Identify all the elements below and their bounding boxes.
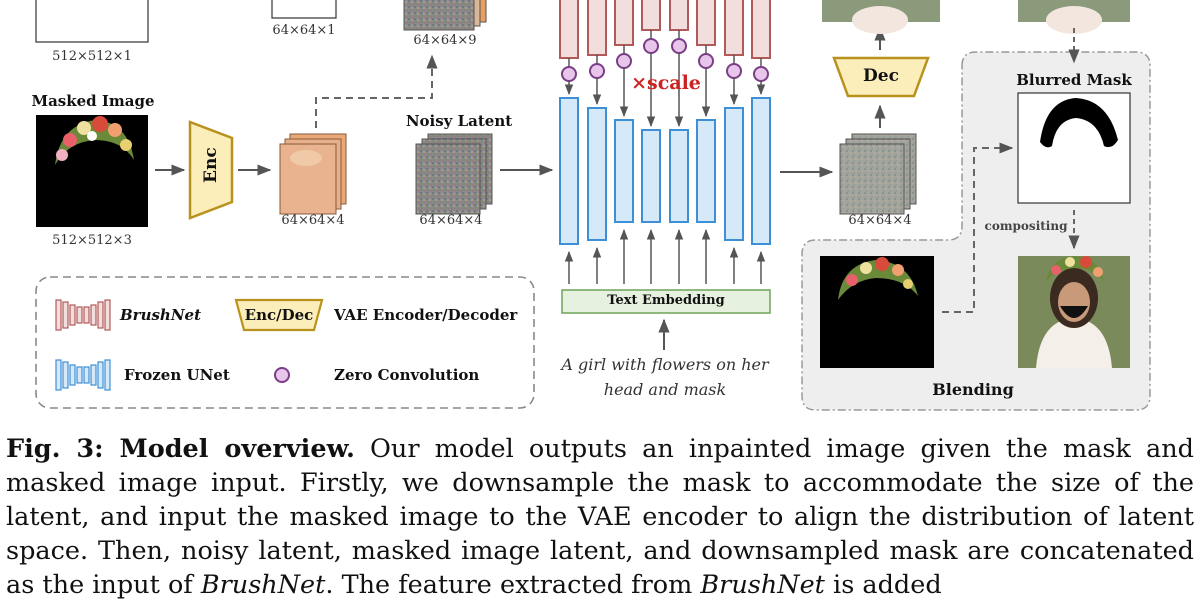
zero-conv-icon — [671, 38, 687, 54]
legend-unet-bar — [83, 366, 90, 384]
zero-conv-icon — [753, 66, 769, 82]
brushnet-block — [587, 0, 607, 56]
caption-body-2: . The feature extracted from — [325, 570, 701, 600]
legend-brushnet-label: BrushNet — [120, 306, 202, 324]
blurred-mask-image — [1017, 92, 1131, 204]
legend-brushnet-bar — [55, 299, 62, 331]
caption-brushnet-1: BrushNet — [200, 570, 326, 600]
brushnet-blocks — [559, 0, 771, 59]
zero-conv-icon — [698, 53, 714, 69]
text-embedding-box — [561, 289, 771, 314]
brushnet-block — [559, 0, 579, 59]
legend-unet-bar — [76, 366, 83, 384]
legend-unet-bar — [55, 359, 62, 391]
unet-block — [724, 107, 744, 241]
legend-unet-bar — [62, 361, 69, 389]
noisy-latent-stack — [415, 133, 493, 215]
legend-unet-bar — [69, 364, 76, 386]
legend-unet-bar — [90, 364, 97, 386]
legend-vae-label: VAE Encoder/Decoder — [334, 306, 518, 324]
prompt-line-1: A girl with flowers on her — [561, 355, 769, 374]
brushnet-block — [614, 0, 634, 46]
legend-brushnet-icon — [55, 299, 111, 331]
zero-conv-icon — [643, 38, 659, 54]
prompt-line-2: head and mask — [603, 380, 727, 399]
text-embedding-arrows — [564, 228, 766, 284]
legend-brushnet-bar — [90, 304, 97, 326]
noisy-latent-title: Noisy Latent — [405, 112, 513, 130]
output-latent-size-label: 64×64×4 — [848, 213, 912, 228]
legend-brushnet-bar — [83, 306, 90, 324]
brushnet-block — [669, 0, 689, 31]
frozen-unet-blocks — [559, 97, 771, 245]
zero-conv-icon — [589, 63, 605, 79]
masked-latent-stack — [279, 133, 347, 215]
dec-block — [832, 56, 930, 98]
unet-block — [587, 107, 607, 241]
legend-enc-dec-label: Enc/Dec — [244, 306, 314, 324]
legend-brushnet-bar — [62, 301, 69, 329]
blurred-mask-shape — [1040, 98, 1118, 148]
zero-conv-icon — [561, 66, 577, 82]
zero-convolutions — [561, 30, 769, 128]
legend-brushnet-bar — [69, 304, 76, 326]
concat-latent-stack — [403, 0, 487, 31]
zero-conv-icon — [726, 63, 742, 79]
noisy-latent-size-label: 64×64×4 — [419, 213, 483, 228]
legend-unet-bar — [97, 361, 104, 389]
dec-label: Dec — [863, 66, 899, 86]
legend-brushnet-bar — [76, 306, 83, 324]
brushnet-block — [724, 0, 744, 56]
legend-brushnet-bar — [97, 301, 104, 329]
caption-head: Fig. 3: Model overview. — [6, 434, 355, 464]
brushnet-block — [751, 0, 771, 59]
model-overview-diagram — [35, 0, 1151, 411]
unet-block — [559, 97, 579, 245]
legend-zero-conv-icon — [274, 367, 290, 383]
mask-image — [35, 0, 149, 43]
enc-block — [188, 120, 234, 220]
unet-block — [669, 129, 689, 223]
text-embedding-label: Text Embedding — [607, 293, 725, 308]
composited-portrait — [1036, 256, 1112, 368]
blurred-mask-title: Blurred Mask — [1016, 71, 1132, 89]
caption-body-3: is added — [824, 570, 942, 600]
legend-enc-dec-shape — [234, 298, 324, 332]
concat-size-label: 64×64×9 — [413, 33, 477, 48]
latent-size-label: 64×64×4 — [281, 213, 345, 228]
blending-label: Blending — [932, 380, 1014, 399]
legend-unet-bar — [104, 359, 111, 391]
unet-block — [641, 129, 661, 223]
mask-down-size-label: 64×64×1 — [272, 23, 336, 38]
legend-box — [35, 276, 535, 409]
legend-frozen-unet-label: Frozen UNet — [124, 366, 230, 384]
scale-label: ×scale — [631, 72, 701, 94]
dashed-source-to-mask — [942, 142, 1014, 313]
mask-downsampled — [271, 0, 337, 19]
unet-block — [614, 119, 634, 223]
brushnet-block — [696, 0, 716, 46]
enc-label: Enc — [201, 147, 221, 183]
masked-image-size-label: 512×512×3 — [52, 233, 132, 248]
legend-zero-conv-label: Zero Convolution — [334, 366, 480, 384]
legend-unet-icon — [55, 359, 111, 391]
figure-caption: Fig. 3: Model overview. Our model output… — [6, 432, 1194, 602]
flower-crown-graphic — [55, 116, 134, 165]
unet-block — [696, 119, 716, 223]
unet-block — [751, 97, 771, 245]
output-latent-stack — [839, 133, 917, 215]
zero-conv-icon — [616, 53, 632, 69]
blend-flower-graphic — [838, 257, 918, 300]
caption-brushnet-2: BrushNet — [700, 570, 825, 600]
legend-brushnet-bar — [104, 299, 111, 331]
masked-image-title: Masked Image — [31, 92, 155, 110]
mask-top-size-label: 512×512×1 — [52, 49, 132, 64]
dashed-latent-to-concat — [315, 54, 438, 128]
brushnet-block — [641, 0, 661, 31]
compositing-label: compositing — [984, 219, 1068, 233]
caption-body-1: Our model outputs an inpainted image giv… — [6, 434, 1194, 600]
